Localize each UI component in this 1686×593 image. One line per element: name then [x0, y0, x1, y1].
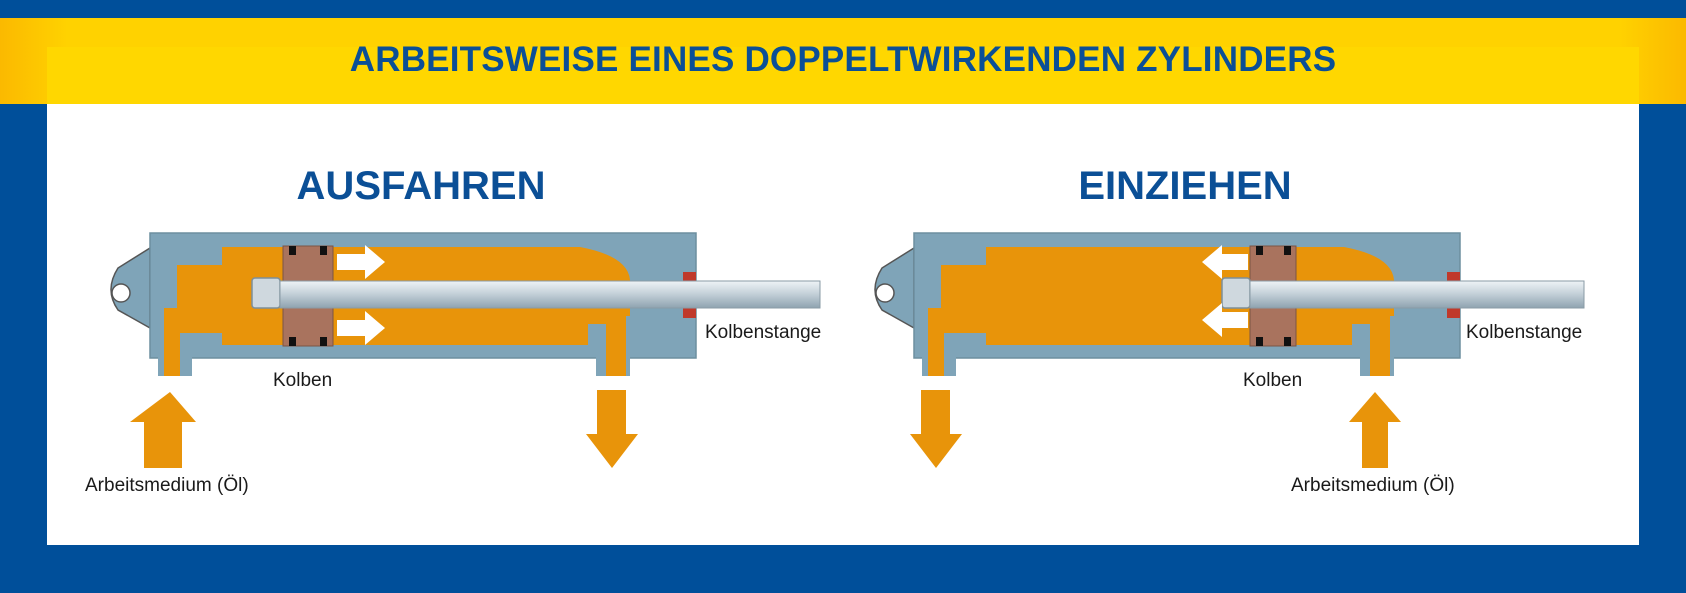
piston-seal — [1256, 337, 1263, 346]
label-rod: Kolbenstange — [1466, 322, 1583, 343]
oil-return-chamber — [330, 247, 630, 376]
mounting-hole — [111, 283, 131, 303]
section-title-retract: EINZIEHEN — [1078, 164, 1292, 208]
arrow-left-icon — [1202, 245, 1248, 279]
cylinder-extend — [110, 232, 821, 468]
flow-in-arrow-icon — [1349, 392, 1401, 468]
mounting-eye — [110, 246, 151, 330]
piston-seal — [1284, 246, 1291, 255]
oil-return-chamber — [928, 247, 1252, 376]
flow-in-arrow-icon — [130, 392, 196, 468]
oil-pressure-chamber — [1294, 247, 1394, 376]
cylinder-retract — [874, 232, 1585, 468]
section-title-extend: AUSFAHREN — [296, 164, 546, 208]
piston-nut — [251, 277, 281, 309]
piston-seal — [1284, 337, 1291, 346]
rod-seal — [683, 272, 696, 282]
flow-out-arrow-icon — [586, 390, 638, 468]
rod-seal — [683, 308, 696, 318]
label-piston: Kolben — [1243, 370, 1303, 391]
piston-seal — [1256, 246, 1263, 255]
flow-out-arrow-icon — [910, 390, 962, 468]
piston-rod — [279, 280, 821, 309]
label-medium: Arbeitsmedium (Öl) — [1291, 475, 1455, 496]
arrow-right-icon — [337, 245, 385, 279]
piston-seal — [320, 246, 327, 255]
piston-seal — [289, 337, 296, 346]
header-inner — [47, 47, 1639, 104]
piston-seal — [320, 337, 327, 346]
label-medium: Arbeitsmedium (Öl) — [85, 475, 249, 496]
label-piston: Kolben — [273, 370, 333, 391]
piston-seal — [289, 246, 296, 255]
mounting-hole — [875, 283, 895, 303]
mounting-eye — [874, 246, 915, 330]
page-title: ARBEITSWEISE EINES DOPPELTWIRKENDEN ZYLI… — [349, 40, 1337, 79]
arrow-left-icon — [1202, 303, 1248, 337]
piston-rod — [1249, 280, 1585, 309]
rod-seal — [1447, 272, 1460, 282]
label-rod: Kolbenstange — [705, 322, 822, 343]
piston-nut — [1221, 277, 1251, 309]
rod-seal — [1447, 308, 1460, 318]
arrow-right-icon — [337, 311, 385, 345]
